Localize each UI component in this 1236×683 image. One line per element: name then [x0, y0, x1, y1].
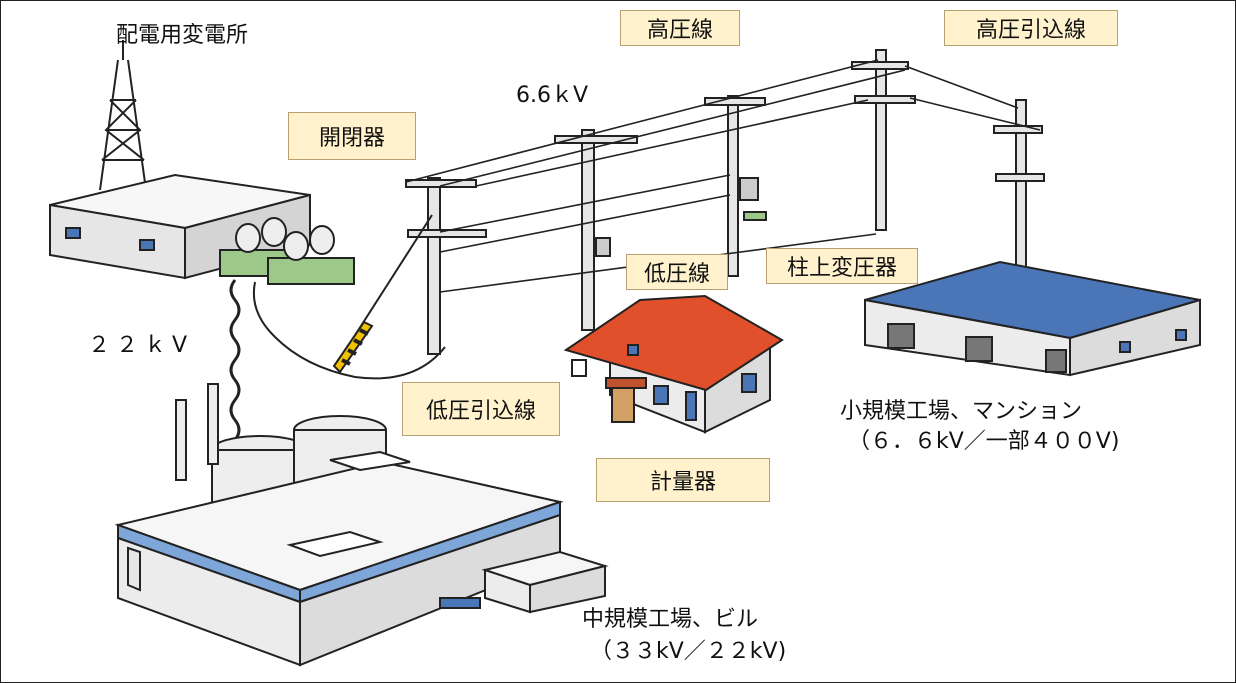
medium-factory-label-2: （３３kV／２２kV) [590, 639, 787, 664]
house [563, 294, 784, 434]
underground-cables [229, 279, 446, 461]
low-voltage-line-callout: 低圧線 [626, 254, 728, 290]
pole-transformer-callout: 柱上変圧器 [766, 248, 918, 284]
high-voltage-line-callout: 高圧線 [620, 10, 740, 46]
small-factory [864, 260, 1201, 377]
pole-transformer-device [595, 177, 767, 257]
high-voltage-service-callout: 高圧引込線 [944, 10, 1118, 46]
voltage-6-6-label: 6.6ｋV [516, 83, 589, 108]
utility-poles [405, 49, 1045, 355]
small-factory-label-1: 小規模工場、マンション [840, 399, 1083, 424]
medium-factory [114, 383, 609, 667]
meter-callout: 計量器 [596, 458, 770, 502]
substation-tower [99, 40, 147, 191]
medium-factory-label-1: 中規模工場、ビル [582, 607, 759, 632]
switch-rod [332, 214, 433, 374]
voltage-22-label: ２２ｋV [88, 333, 194, 358]
overhead-wires [405, 59, 1041, 293]
switch-callout: 開閉器 [288, 112, 416, 160]
small-factory-label-2: （６．６kV／一部４００V) [848, 429, 1120, 454]
substation-transformers [219, 217, 355, 285]
low-voltage-service-callout: 低圧引込線 [402, 382, 560, 436]
substation-label: 配電用変電所 [116, 23, 249, 48]
